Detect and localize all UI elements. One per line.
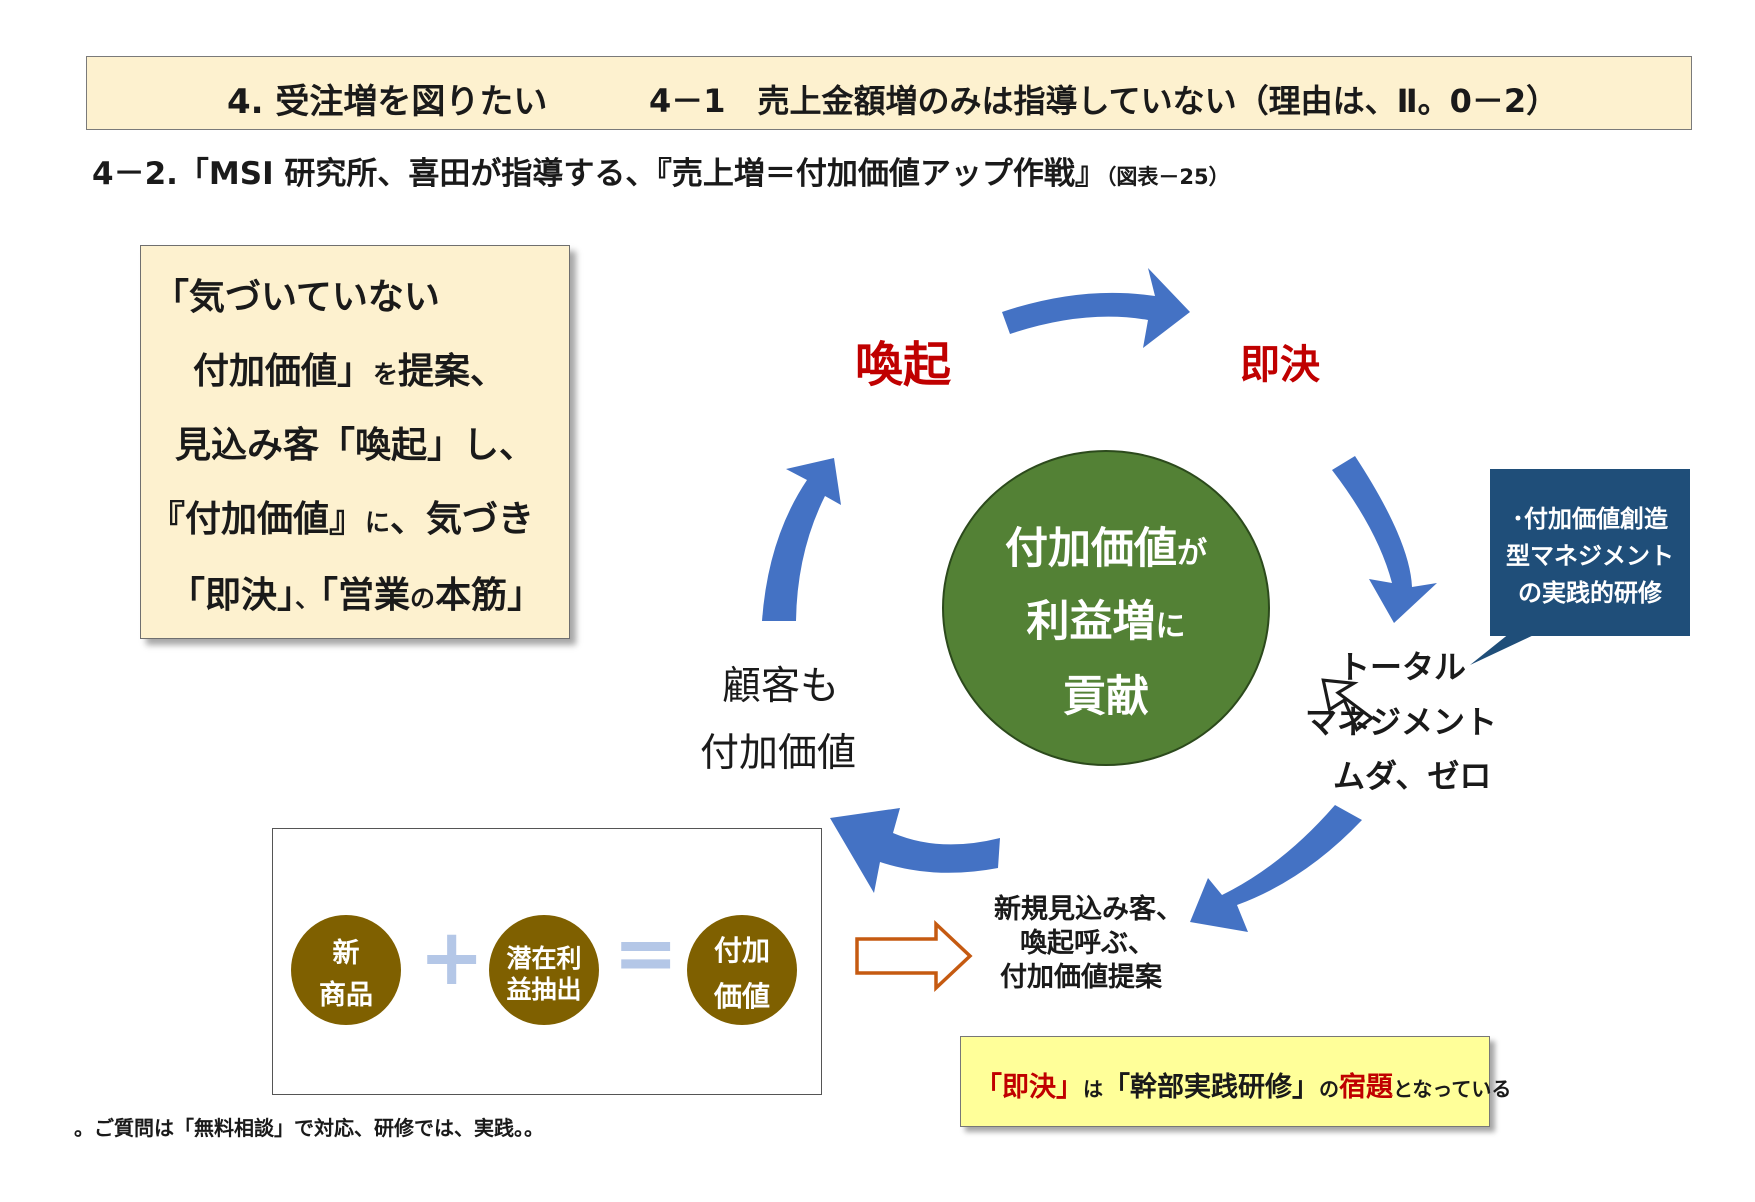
- customer-value-line-2: 付加価値: [700, 731, 857, 776]
- new-product-circle: 新 商品: [291, 915, 401, 1025]
- formula-text: 潜在利: [506, 944, 582, 973]
- formula-text: 新: [332, 938, 360, 969]
- explanation-text: 本筋」: [435, 575, 544, 616]
- homework-note: 「即決」は「幹部実践研修」の宿題となっている: [960, 1036, 1511, 1127]
- explanation-line-5: 「即決」、「営業の本筋」: [169, 566, 543, 618]
- subtitle-main: 4－2.「MSI 研究所、喜田が指導する、『売上増＝付加価値アップ作戦』: [92, 156, 1106, 192]
- new-prospect-line-3: 付加価値提案: [1000, 962, 1162, 993]
- note-text: となっている: [1393, 1077, 1512, 1101]
- center-text: 貢献: [1063, 672, 1149, 722]
- center-particle: が: [1177, 536, 1207, 571]
- explanation-text: 見込み客「喚起」し、: [175, 425, 536, 466]
- header-left-title: 4. 受注増を図りたい: [227, 82, 548, 122]
- explanation-line-3: 見込み客「喚起」し、: [175, 416, 535, 468]
- bottom-left-arrow-icon: [830, 808, 1000, 893]
- total-management-line-2: マネジメント: [1305, 703, 1498, 741]
- center-particle: に: [1155, 609, 1186, 644]
- outline-up-left-arrow-icon: [1321, 678, 1375, 733]
- explanation-particle: を: [373, 360, 399, 389]
- arouse-label: 喚起: [855, 337, 952, 393]
- explanation-line-4: 『付加価値』に、気づき: [149, 490, 534, 542]
- formula-box: 新 商品 + 潜在利 益抽出 = 付加 価値: [272, 828, 822, 1095]
- total-management-line-3: ムダ、ゼロ: [1333, 757, 1492, 795]
- hidden-profit-circle: 潜在利 益抽出: [489, 915, 599, 1025]
- outline-right-arrow-icon: [855, 919, 973, 993]
- equals-sign-icon: =: [613, 909, 679, 999]
- footnote: 。ご質問は「無料相談」で対応、研修では、実践。。: [74, 1116, 544, 1140]
- header-banner: 4. 受注増を図りたい 4－1 売上金額増のみは指導していない（理由は、Ⅱ。0－…: [86, 56, 1692, 130]
- formula-text: 付加: [713, 934, 770, 967]
- callout-line-3: の実践的研修: [1518, 579, 1662, 607]
- explanation-text: 「即決」: [169, 575, 296, 616]
- subtitle: 4－2.「MSI 研究所、喜田が指導する、『売上増＝付加価値アップ作戦』（図表－…: [92, 148, 1230, 193]
- explanation-text: 付加価値」: [193, 351, 374, 392]
- header-right-title: 4－1 売上金額増のみは指導していない（理由は、Ⅱ。0－2）: [649, 82, 1559, 120]
- right-arrow-icon: [1332, 456, 1437, 623]
- center-line-3: 貢献: [944, 662, 1268, 724]
- center-line-2: 利益増に: [944, 587, 1268, 649]
- formula-text: 益抽出: [506, 975, 582, 1004]
- subtitle-ref: （図表－25）: [1105, 165, 1230, 189]
- total-management-line-1: トータル: [1338, 648, 1467, 686]
- note-text: の: [1319, 1077, 1339, 1101]
- plus-sign-icon: +: [419, 913, 485, 1003]
- explanation-particle: に: [365, 508, 391, 537]
- added-value-circle: 付加 価値: [687, 915, 797, 1025]
- center-text: 付加価値: [1005, 524, 1177, 574]
- lower-right-arrow-icon: [1190, 805, 1362, 932]
- explanation-text: 、気づき: [390, 499, 535, 540]
- decide-label: 即決: [1240, 342, 1320, 388]
- callout-line-1: ･付加価値創造: [1512, 505, 1668, 533]
- explanation-text: 『付加価値』: [149, 499, 366, 540]
- center-line-1: 付加価値が: [944, 514, 1268, 576]
- new-prospect-line-1: 新規見込み客、: [994, 894, 1183, 925]
- note-text: 「幹部実践研修」: [1103, 1072, 1319, 1103]
- center-circle: 付加価値が 利益増に 貢献: [942, 450, 1270, 766]
- callout-line-2: 型マネジメント: [1506, 542, 1674, 570]
- explanation-text: 「営業: [320, 575, 411, 616]
- customer-value-line-1: 顧客も: [722, 664, 840, 709]
- formula-text: 商品: [319, 980, 373, 1011]
- center-text: 利益増: [1026, 597, 1156, 647]
- note-text: 宿題: [1339, 1072, 1393, 1103]
- training-callout: ･付加価値創造 型マネジメント の実践的研修: [1490, 469, 1690, 636]
- note-text: 「即決」: [975, 1072, 1083, 1103]
- homework-note-text: 「即決」は「幹部実践研修」の宿題となっている: [975, 1065, 1511, 1104]
- explanation-particle: 、: [295, 584, 321, 613]
- note-text: は: [1083, 1077, 1103, 1101]
- formula-text: 価値: [713, 980, 770, 1013]
- explanation-text: 「気づいていない: [153, 277, 440, 318]
- new-prospect-line-2: 喚起呼ぶ、: [1020, 928, 1155, 959]
- explanation-line-1: 「気づいていない: [153, 268, 440, 320]
- explanation-text: 提案、: [398, 351, 507, 392]
- left-arrow-icon: [762, 458, 841, 621]
- explanation-box: 「気づいていない 付加価値」を提案、 見込み客「喚起」し、 『付加価値』に、気づ…: [140, 245, 570, 639]
- explanation-line-2: 付加価値」を提案、: [193, 342, 506, 394]
- explanation-particle: の: [410, 584, 436, 613]
- top-arrow-icon: [1002, 268, 1190, 348]
